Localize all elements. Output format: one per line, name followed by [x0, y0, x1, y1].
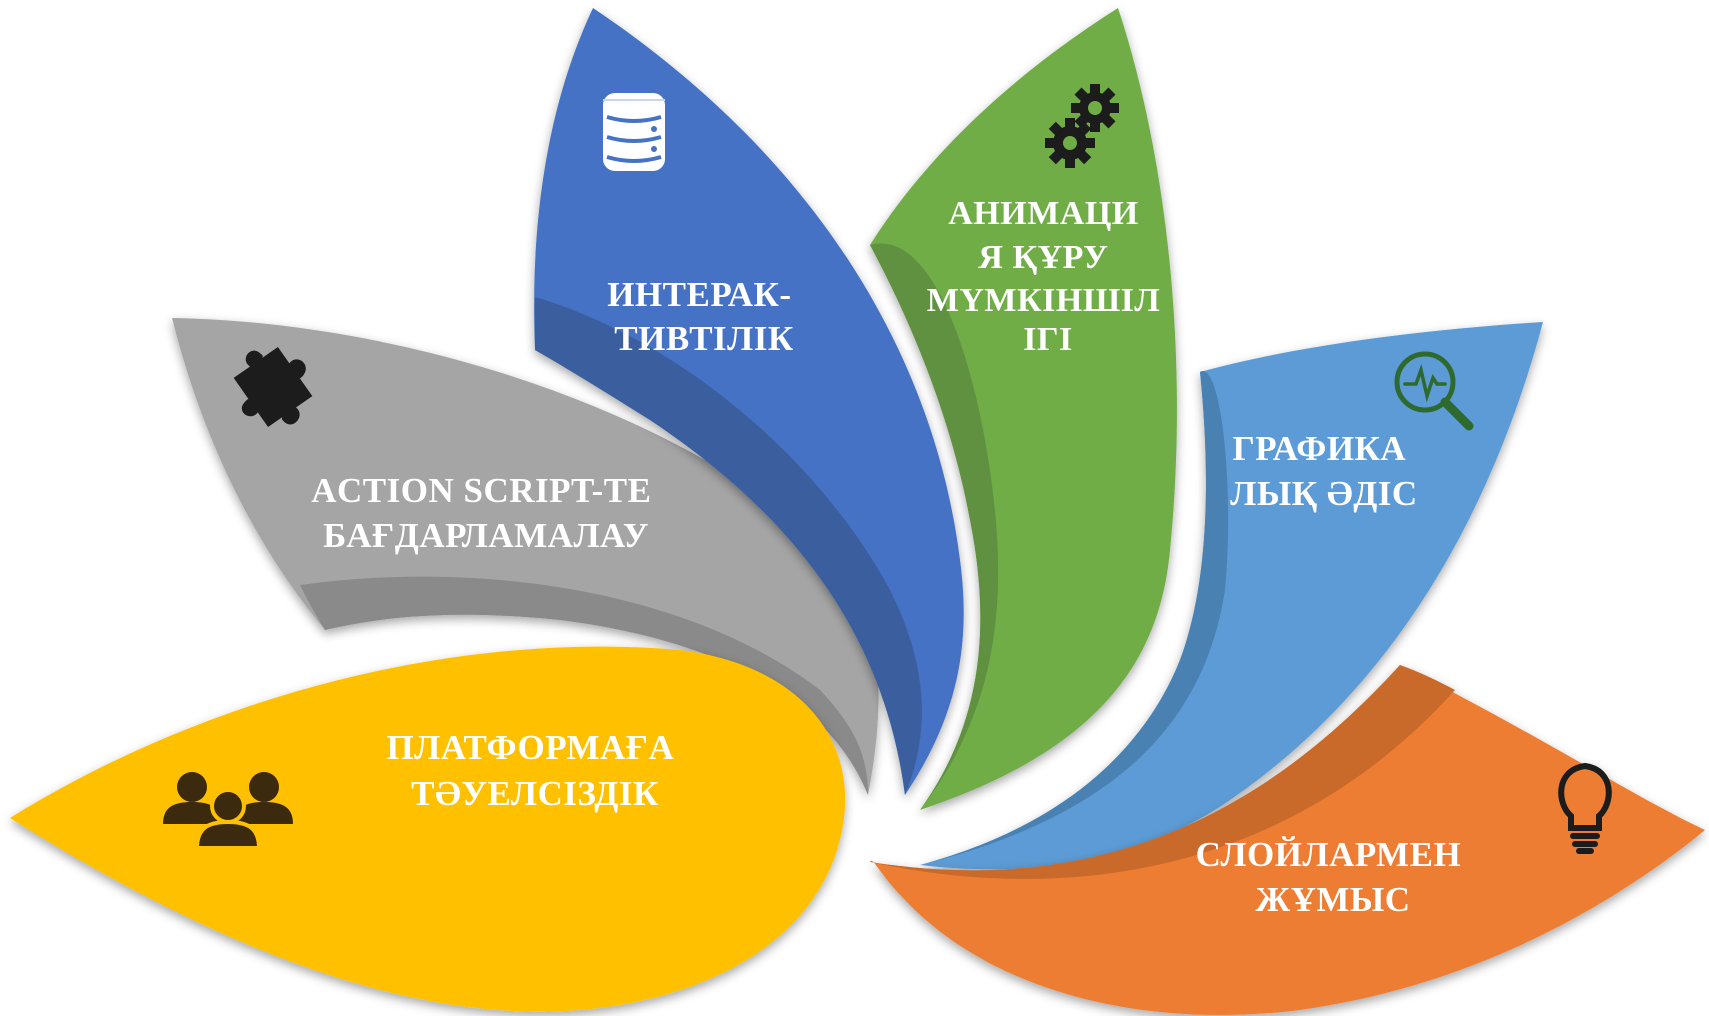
petal-platform-label: ПЛАТФОРМАҒА ТӘУЕЛСІЗДІК [386, 728, 683, 813]
petal-graphics: ГРАФИКА ЛЫҚ ӘДІС [920, 322, 1543, 870]
petal-animation-line-4: ІГІ [1023, 321, 1073, 358]
petal-animation-label: АНИМАЦИ Я ҚҰРУ МҮМКІНШІЛ ІГІ [927, 195, 1169, 358]
petal-animation-shape [870, 8, 1177, 810]
petal-actionscript-label: ACTION SCRIPT-ТЕ БАҒДАРЛАМАЛАУ [311, 471, 661, 555]
petal-actionscript-line-2: БАҒДАРЛАМАЛАУ [323, 516, 649, 555]
petal-layers-label: СЛОЙЛАРМЕН ЖҰМЫС [1196, 835, 1471, 919]
petal-animation-line-3: МҮМКІНШІЛ [927, 282, 1160, 319]
petal-actionscript-shape [172, 318, 879, 795]
magnifier-pulse-icon [1394, 351, 1474, 431]
petal-interactive-line-2: ТИВТІЛІК [614, 319, 794, 358]
petal-graphics-label: ГРАФИКА ЛЫҚ ӘДІС [1230, 429, 1417, 513]
petal-actionscript-line-1: ACTION SCRIPT-ТЕ [311, 471, 651, 510]
petal-layers-line-1: СЛОЙЛАРМЕН [1196, 835, 1462, 874]
petal-interactive-fold [535, 297, 922, 795]
petal-layers-fold [870, 665, 1455, 879]
database-icon [603, 93, 665, 171]
petal-actionscript-fold [300, 576, 868, 795]
petal-platform-line-2: ТӘУЕЛСІЗДІК [411, 774, 659, 813]
petal-graphics-shape [920, 322, 1543, 870]
petal-graphics-fold [920, 371, 1229, 865]
petal-interactive-line-1: ИНТЕРАК- [607, 275, 791, 314]
petal-animation: АНИМАЦИ Я ҚҰРУ МҮМКІНШІЛ ІГІ [870, 8, 1177, 811]
petal-layers-line-2: ЖҰМЫС [1255, 880, 1410, 919]
petal-animation-line-2: Я ҚҰРУ [978, 239, 1108, 276]
petal-layers-shape [870, 665, 1705, 1016]
puzzle-piece-icon [233, 346, 313, 428]
petal-platform-line-1: ПЛАТФОРМАҒА [386, 728, 674, 767]
petal-interactive-label: ИНТЕРАК- ТИВТІЛІК [607, 275, 801, 358]
petal-platform-shape [10, 646, 846, 1012]
petal-graphics-line-1: ГРАФИКА [1233, 429, 1407, 468]
petal-animation-line-1: АНИМАЦИ [948, 195, 1138, 232]
petal-layers: СЛОЙЛАРМЕН ЖҰМЫС [870, 665, 1705, 1016]
petal-graphics-line-2: ЛЫҚ ӘДІС [1230, 474, 1417, 513]
petal-actionscript: ACTION SCRIPT-ТЕ БАҒДАРЛАМАЛАУ [172, 318, 879, 795]
gears-icon [1045, 84, 1119, 168]
petal-animation-fold [870, 243, 999, 811]
petal-interactive: ИНТЕРАК- ТИВТІЛІК [534, 8, 964, 795]
lightbulb-icon [1558, 762, 1612, 854]
petal-platform: ПЛАТФОРМАҒА ТӘУЕЛСІЗДІК [10, 646, 846, 1012]
people-group-icon [163, 772, 293, 850]
